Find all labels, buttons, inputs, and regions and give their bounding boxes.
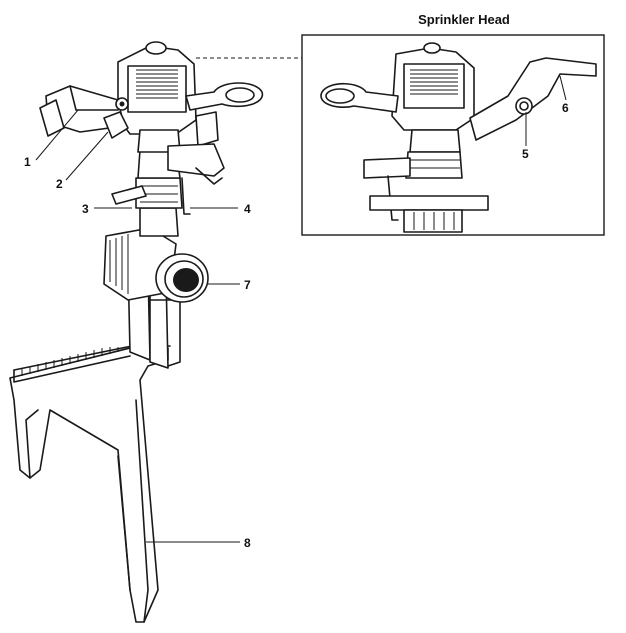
hose-inlet-coupler [103,227,209,303]
nozzle [103,97,129,139]
callout-numbers: 1 2 3 4 5 6 7 8 [24,101,569,550]
callout-2: 2 [56,177,63,191]
collar-lever [111,185,147,205]
inset-spring-coil [410,69,458,95]
head-assembly [117,41,263,185]
inset-title: Sprinkler Head [418,12,510,27]
step-tread [21,347,119,376]
inset-deflector-lever [469,57,597,141]
callout-5: 5 [522,147,529,161]
callout-1: 1 [24,155,31,169]
callout-3: 3 [82,202,89,216]
inset-leader-lines [525,75,567,146]
inset-sprinkler-head [320,42,597,233]
callout-8: 8 [244,536,251,550]
leader-lines [35,57,302,543]
callout-7: 7 [244,278,251,292]
spike-stake [9,345,171,623]
spring-coil [136,69,178,99]
callout-6: 6 [562,101,569,115]
trip-pin [181,177,191,215]
main-sprinkler [9,41,263,623]
callout-4: 4 [244,202,251,216]
